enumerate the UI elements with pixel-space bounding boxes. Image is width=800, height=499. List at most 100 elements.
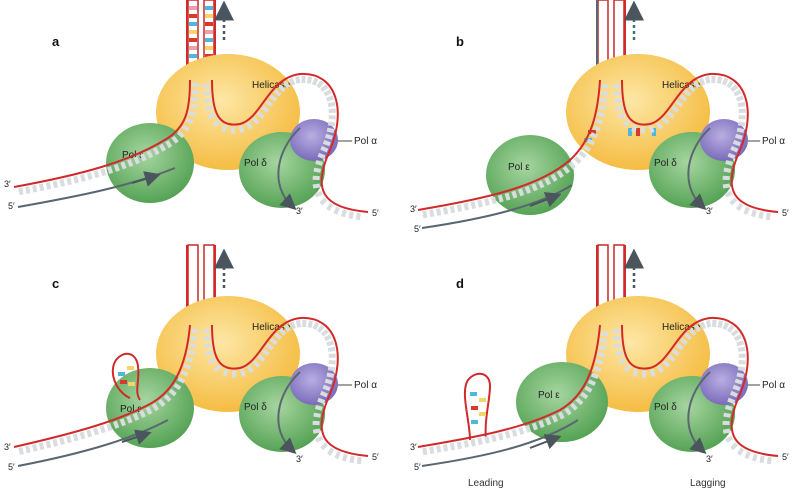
base-rung: [350, 212, 351, 219]
base-rung: [575, 158, 580, 163]
base-rung: [735, 336, 741, 339]
base-rung: [95, 428, 97, 435]
base-rung: [614, 100, 621, 101]
base-rung: [318, 82, 322, 88]
base-rung: [731, 393, 737, 396]
base-rung: [736, 136, 743, 138]
base-rung: [203, 338, 210, 339]
base-rung: [547, 418, 550, 424]
base-rung: [613, 338, 620, 339]
base-rung: [768, 213, 769, 220]
base-rung: [596, 361, 603, 363]
base-rung: [724, 323, 727, 329]
base-rung: [61, 179, 63, 186]
base-rung: [754, 454, 756, 461]
base-rung: [68, 178, 70, 185]
base-rung: [316, 438, 322, 441]
base-rung: [594, 368, 601, 370]
base-rung: [424, 448, 425, 455]
base-rung: [634, 370, 636, 377]
base-rung: [431, 447, 432, 454]
base-rung: [732, 444, 737, 449]
base-rung: [732, 331, 738, 335]
base-rung: [599, 347, 606, 348]
base-rung: [186, 120, 192, 123]
base-rung: [594, 127, 601, 129]
base-rung: [701, 79, 704, 85]
base-rung: [486, 436, 488, 443]
base-rung: [147, 408, 150, 414]
base-rung: [520, 189, 522, 196]
base-rung: [34, 185, 35, 192]
base-rung: [737, 342, 744, 344]
base-rung: [242, 370, 244, 377]
base-rung: [359, 457, 360, 464]
base-rung: [122, 419, 125, 426]
base-rung: [96, 171, 98, 178]
base-rung: [309, 321, 311, 328]
base-rung: [738, 204, 742, 210]
base-rung: [190, 106, 197, 107]
base-rung: [500, 195, 502, 202]
base-rung: [533, 184, 536, 190]
base-rung: [734, 91, 740, 94]
base-rung: [592, 375, 599, 378]
base-rung: [493, 435, 495, 442]
base-rung: [322, 444, 327, 449]
base-rung: [189, 113, 196, 115]
base-rung: [41, 443, 43, 450]
base-rung: [500, 433, 502, 440]
base-rung: [651, 126, 653, 133]
base-rung: [731, 148, 737, 151]
base-rung: [514, 430, 516, 437]
base-rung: [48, 441, 50, 448]
pol-alpha-label: Pol α: [762, 380, 785, 391]
base-rung: [560, 412, 563, 418]
base-rung: [738, 104, 745, 105]
base-rung: [520, 428, 522, 435]
end-label: 5′: [782, 208, 789, 218]
base-rung: [102, 426, 104, 433]
leading-caption: Leading: [468, 478, 504, 489]
pol-alpha-label: Pol α: [354, 380, 377, 391]
base-rung: [724, 415, 731, 416]
base-rung: [708, 320, 709, 327]
base-rung: [122, 162, 124, 169]
base-rung: [732, 86, 737, 90]
base-rung: [600, 100, 607, 101]
base-rung: [726, 162, 733, 164]
panel-label: b: [456, 34, 464, 49]
base-rung: [737, 98, 744, 100]
base-rung: [479, 438, 480, 445]
base-rung: [20, 188, 21, 195]
base-rung: [189, 345, 196, 346]
base-rung: [316, 193, 322, 196]
end-label: 5′: [372, 452, 379, 462]
end-label: 3′: [410, 204, 417, 214]
base-rung: [313, 430, 320, 431]
base-rung: [459, 442, 460, 449]
base-rung: [472, 202, 473, 209]
base-rung: [328, 368, 335, 369]
base-rung: [616, 352, 623, 354]
base-rung: [527, 187, 529, 194]
base-rung: [599, 107, 606, 108]
base-rung: [445, 207, 446, 214]
base-rung: [737, 130, 744, 132]
panel-label: d: [456, 276, 464, 291]
base-rung: [316, 162, 323, 164]
base-rung: [459, 205, 460, 212]
base-rung: [596, 121, 603, 123]
base-rung: [424, 211, 425, 218]
base-rung: [327, 98, 334, 100]
base-rung: [546, 178, 549, 184]
end-label: 3′: [296, 206, 303, 216]
base-rung: [48, 182, 49, 189]
base-rung: [116, 165, 118, 172]
base-rung: [206, 352, 213, 354]
end-label: 5′: [414, 462, 421, 472]
base-rung: [452, 443, 453, 450]
base-rung: [321, 393, 327, 396]
base-rung: [438, 209, 439, 216]
base-rung: [89, 173, 91, 180]
